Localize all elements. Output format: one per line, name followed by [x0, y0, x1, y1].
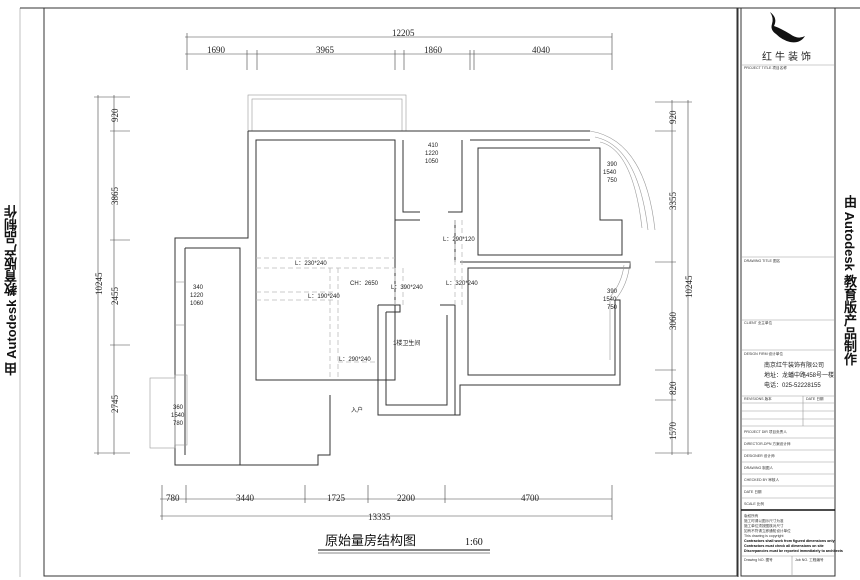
- drawing-label: 390: [607, 289, 618, 295]
- drawing-label: 1540: [603, 170, 617, 176]
- drawing-label: Job NO. 工程编号: [795, 557, 824, 562]
- drawing-label: 如有不符请立即通知设计单位: [744, 528, 791, 533]
- drawing-label: 10245: [684, 275, 694, 298]
- drawing-label: 3355: [668, 192, 678, 211]
- drawing-label: PROJECT DIR 项目负责人: [744, 429, 787, 434]
- drawing-label: DRAWING 制图人: [744, 465, 773, 470]
- drawing-label: 1220: [190, 293, 204, 299]
- drawing-label: 1690: [207, 45, 226, 55]
- drawing-label: 1725: [327, 493, 346, 503]
- drawing-label: 2745: [110, 395, 120, 414]
- drawing-label: This drawing is copyright: [744, 534, 784, 538]
- drawing-label: 2455: [110, 287, 120, 306]
- drawing-label: 施工时请以图示尺寸为准: [744, 518, 784, 523]
- drawing-label: 3965: [316, 45, 335, 55]
- drawing-title: 原始量房结构图 1:60: [318, 533, 490, 554]
- drawing-label: PROJECT TITLE 项目名称: [744, 65, 787, 70]
- drawing-label: DRAWING TITLE 图名: [744, 258, 781, 263]
- drawing-label: 原始量房结构图: [325, 533, 416, 548]
- drawing-label: 施工单位须按图核对尺寸: [744, 523, 784, 528]
- logo-text: 红牛装饰: [762, 50, 814, 63]
- drawing-label: 3865: [110, 187, 120, 206]
- drawing-label: Contractors shall work from figured dime…: [744, 539, 834, 543]
- drawing-label: 1220: [425, 151, 439, 157]
- drawing-label: 地址：龙蟠中路458号一楼: [764, 371, 834, 379]
- dimensions-left: 920 3865 2455 2745 10245: [94, 95, 130, 455]
- drawing-label: 1540: [603, 297, 617, 303]
- drawing-label: 4700: [521, 493, 540, 503]
- drawing-label: 920: [110, 108, 120, 122]
- drawing-label: 390: [607, 162, 618, 168]
- drawing-label: 780: [173, 421, 184, 427]
- drawing-label: 入户: [351, 406, 363, 414]
- drawing-label: 750: [607, 178, 618, 184]
- drawing-label: DATE 日期: [744, 489, 762, 494]
- drawing-label: 12205: [392, 28, 415, 38]
- beams: [256, 220, 463, 380]
- plan-labels: 410 1220 1050 340 1220 1060 360 1540 780…: [171, 143, 618, 427]
- drawing-label: DESIGNER 设计师: [744, 453, 775, 458]
- drawing-label: 1:60: [465, 537, 483, 548]
- drawing-label: L：290*120: [443, 237, 475, 243]
- dimensions-bottom: 780 3440 1725 2200 4700 13335: [160, 485, 613, 522]
- watermark-right: 由 Autodesk 教育版产品制作: [842, 195, 857, 366]
- drawing-label: Drawing NO. 图号: [744, 557, 773, 562]
- drawing-label: CLIENT 业主单位: [744, 320, 772, 325]
- drawing-label: DIRECTOR-DPN 方案设计师: [744, 441, 791, 446]
- drawing-label: L：390*240: [391, 285, 423, 291]
- drawing-label: L：190*240: [308, 294, 340, 300]
- drawing-label: 3440: [236, 493, 255, 503]
- drawing-label: 1860: [424, 45, 443, 55]
- drawing-label: 1570: [668, 422, 678, 441]
- drawing-label: 3060: [668, 312, 678, 331]
- drawing-label: 820: [668, 381, 678, 395]
- drawing-label: 1540: [171, 413, 185, 419]
- walls: [149, 94, 656, 466]
- drawing-label: DATE 日期: [806, 396, 824, 401]
- drawing-label: REVISIONS 版本: [744, 396, 772, 401]
- drawing-label: 780: [166, 493, 180, 503]
- drawing-label: L：290*240: [339, 357, 371, 363]
- drawing-label: SCALE 比例: [744, 501, 764, 506]
- drawing-label: L：230*240: [295, 261, 327, 267]
- drawing-label: 13335: [368, 512, 391, 522]
- drawing-label: DESIGN FIRM 设计单位: [744, 351, 783, 356]
- drawing-label: 360: [173, 405, 184, 411]
- drawing-label: L：320*240: [446, 281, 478, 287]
- drawing-label: Discrepancies must be reported immediate…: [744, 549, 843, 553]
- drawing-label: 版权所有: [744, 513, 759, 518]
- drawing-label: CHECKED BY 审核人: [744, 477, 779, 482]
- drawing-label: 南京红牛装饰有限公司: [764, 361, 824, 369]
- drawing-label: 10245: [94, 272, 104, 295]
- logo-bull-icon: [770, 12, 805, 43]
- drawing-label: 410: [428, 143, 439, 149]
- drawing-label: 340: [193, 285, 204, 291]
- dimensions-top: 12205 1690 3965 1860 4040: [185, 28, 613, 70]
- drawing-label: 电话：025-52228155: [764, 381, 821, 389]
- drawing-label: 1060: [190, 301, 204, 307]
- sheet-frame: [19, 7, 860, 577]
- drawing-label: 1050: [425, 159, 439, 165]
- drawing-label: 750: [607, 305, 618, 311]
- drawing-label: 2200: [397, 493, 416, 503]
- drawing-label: 1楼卫生间: [393, 339, 420, 347]
- drawing-label: 4040: [532, 45, 551, 55]
- drawing-label: CH：2650: [350, 281, 379, 287]
- drawing-label: 920: [668, 110, 678, 124]
- title-block: 红牛装饰 PROJECT TITLE 项目名称 DRAWING TITLE 图名…: [741, 12, 843, 576]
- dimensions-right: 920 3355 3060 820 1570 10245: [655, 100, 694, 455]
- drawing-label: Contractors must check all dimensions on…: [744, 544, 824, 548]
